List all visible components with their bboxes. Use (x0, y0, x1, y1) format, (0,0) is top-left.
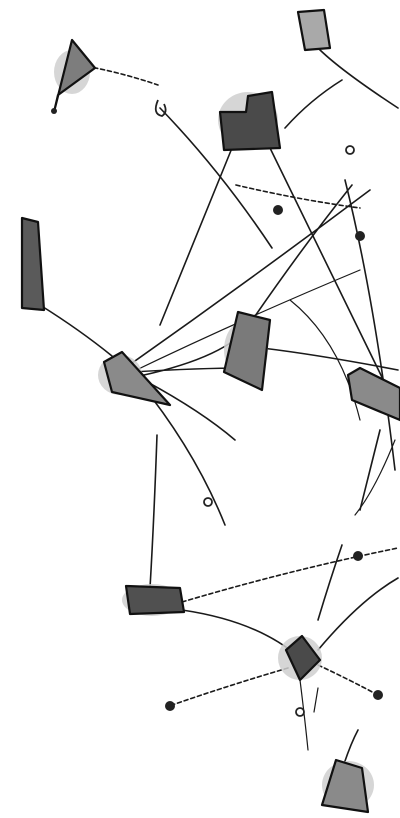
node-dot-mid-1 (273, 205, 283, 215)
node-dot-left-bottom (165, 701, 175, 711)
line-top-square-right (318, 48, 398, 108)
line-vertical-to-bottom-block (150, 435, 157, 588)
node-ring-bottom (296, 708, 304, 716)
shape-centre-quad (224, 312, 270, 390)
line-top-square-to-building (285, 80, 342, 128)
line-block-to-right-dashed (182, 548, 398, 602)
connector-lines (40, 48, 398, 770)
line-building-down-left (160, 148, 232, 325)
line-centre-curve (290, 300, 360, 420)
line-right-stroke-3 (318, 545, 342, 620)
shape-top-square (298, 10, 330, 50)
node-dot-right-bottom (373, 690, 383, 700)
line-block-to-diamond (182, 610, 290, 650)
line-building-down (270, 148, 398, 410)
line-slab-to-hub (40, 305, 112, 356)
line-diamond-right-up (318, 578, 398, 650)
line-diamond-to-left-dot (172, 668, 288, 705)
node-ring-right-top (346, 146, 354, 154)
line-right-stroke-1 (360, 430, 380, 510)
line-right-vertical (345, 180, 395, 470)
node-ring-mid-left (204, 498, 212, 506)
node-dot-right-lower (353, 551, 363, 561)
small-nodes (51, 100, 383, 716)
line-centre-up-right (242, 185, 352, 335)
shape-bottom-quad (322, 760, 368, 812)
line-diamond-to-right-dot (318, 665, 376, 694)
line-bottom-short (314, 688, 318, 712)
node-dot-kite-tip (51, 108, 57, 114)
shape-bottom-block (126, 586, 184, 614)
shape-right-slab (348, 368, 400, 420)
shape-halos (54, 50, 374, 809)
line-centre-to-right (262, 348, 398, 370)
shape-left-slab (22, 218, 44, 310)
node-dot-mid-2 (355, 231, 365, 241)
